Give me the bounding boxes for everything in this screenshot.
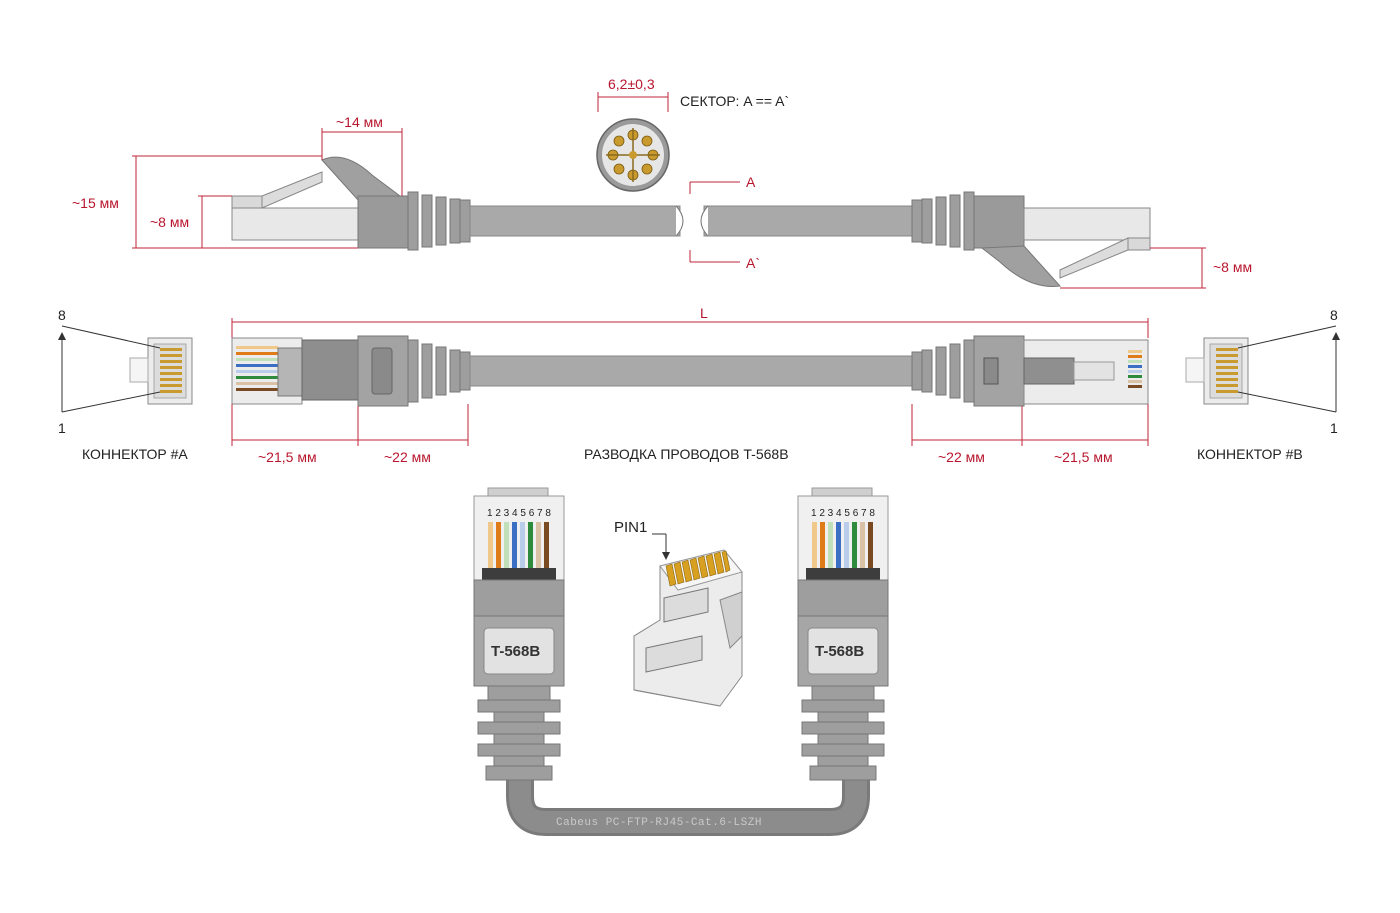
boot-a-length: ~22 мм: [384, 449, 431, 465]
sector-label: СЕКТОР: A == A`: [680, 93, 789, 109]
connector-b-label: КОННЕКТОР #B: [1197, 446, 1303, 462]
total-height-label: ~15 мм: [72, 195, 119, 211]
pin-1-left: 1: [58, 420, 66, 436]
pin-1-right: 1: [1330, 420, 1338, 436]
connector-b-front: [1185, 325, 1340, 413]
boot-b-length: ~22 мм: [938, 449, 985, 465]
standard-right: T-568B: [815, 643, 864, 660]
latch-length-label: ~14 мм: [336, 114, 383, 130]
cable-print: Cabeus PC-FTP-RJ45-Cat.6-LSZH: [556, 817, 762, 829]
cross-section: 6,2±0,3 СЕКТОР: A == A`: [596, 76, 789, 192]
connector-b-length: ~21,5 мм: [1054, 449, 1113, 465]
pin-numbers-right: 1 2 3 4 5 6 7 8: [811, 508, 875, 519]
pin-8-left: 8: [58, 307, 66, 323]
right-connector-wires: [1128, 350, 1142, 388]
bottom-assembly: Cabeus PC-FTP-RJ45-Cat.6-LSZH 1 2 3 4 5 …: [473, 487, 889, 836]
length-label: L: [700, 305, 708, 321]
pin-numbers-left: 1 2 3 4 5 6 7 8: [487, 508, 551, 519]
wiring-label: РАЗВОДКА ПРОВОДОВ T-568B: [584, 446, 789, 462]
pin1-label: PIN1: [614, 519, 647, 536]
side-view: A A` ~14 мм ~15 мм ~8 мм ~8 мм: [72, 114, 1252, 289]
rj45-plug-isometric: [633, 533, 743, 707]
plug-height-left-label: ~8 мм: [150, 214, 189, 230]
top-view: L: [58, 305, 1340, 465]
bottom-connector-right: 1 2 3 4 5 6 7 8 T-568B: [797, 487, 889, 781]
left-connector-wires: [236, 346, 278, 391]
bottom-connector-left: 1 2 3 4 5 6 7 8 T-568B: [473, 487, 565, 781]
connector-a-front: [58, 325, 193, 413]
diameter-label: 6,2±0,3: [608, 76, 655, 92]
section-a-prime-label: A`: [746, 255, 760, 271]
connector-a-label: КОННЕКТОР #A: [82, 446, 188, 462]
section-a-label: A: [746, 174, 756, 190]
standard-left: T-568B: [491, 643, 540, 660]
connector-a-length: ~21,5 мм: [258, 449, 317, 465]
plug-height-right-label: ~8 мм: [1213, 259, 1252, 275]
pin-8-right: 8: [1330, 307, 1338, 323]
